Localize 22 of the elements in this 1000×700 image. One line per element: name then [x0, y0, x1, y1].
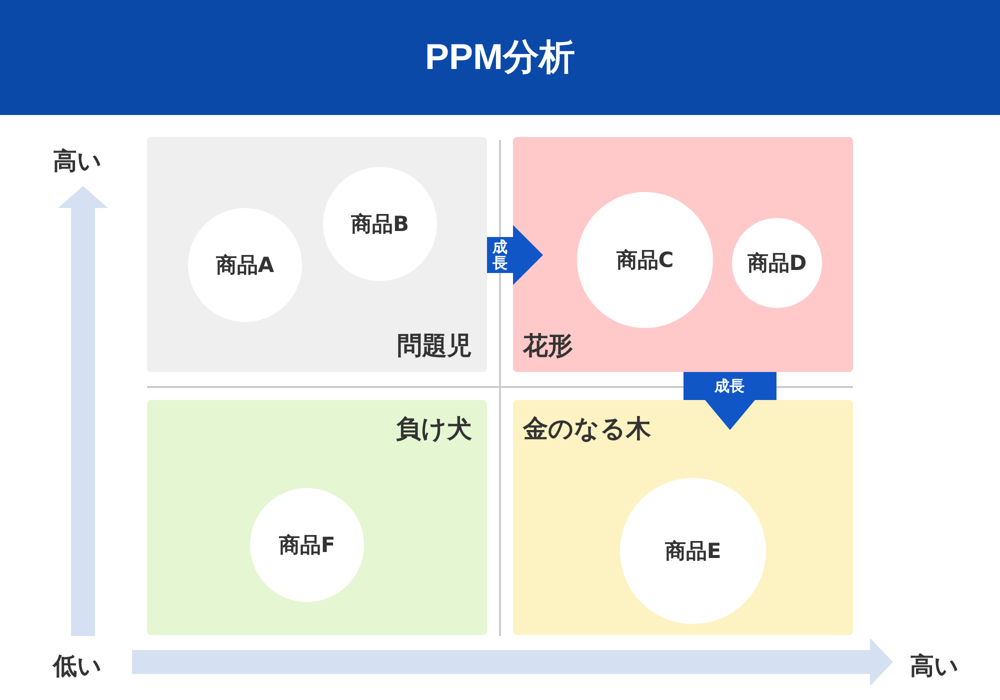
axis-label: 高い — [910, 651, 959, 682]
quadrant-panel — [513, 137, 853, 372]
axis-label: 高い — [53, 146, 102, 177]
product-name: 商品E — [664, 538, 722, 565]
quadrant-panel — [147, 137, 487, 372]
product-name: 商品B — [350, 211, 409, 238]
product-name: 商品A — [216, 252, 274, 279]
product-name: 商品D — [747, 250, 807, 277]
title-banner: PPM分析 — [0, 0, 1000, 115]
axis-label: 低い — [53, 651, 102, 682]
quadrant-panel — [147, 400, 487, 635]
edge-label: 成長 — [713, 376, 746, 397]
quadrant-title: 負け犬 — [396, 413, 472, 445]
growth-arrow — [487, 225, 543, 285]
quadrant-title: 問題児 — [397, 330, 472, 362]
growth-arrow — [684, 372, 776, 430]
product-name: 商品F — [278, 532, 336, 559]
quadrant-title: 金のなる木 — [523, 413, 651, 445]
quadrant-title: 花形 — [523, 330, 573, 362]
edge-label: 成長 — [491, 236, 508, 274]
product-name: 商品C — [616, 247, 674, 274]
quadrant-panel — [513, 400, 853, 635]
